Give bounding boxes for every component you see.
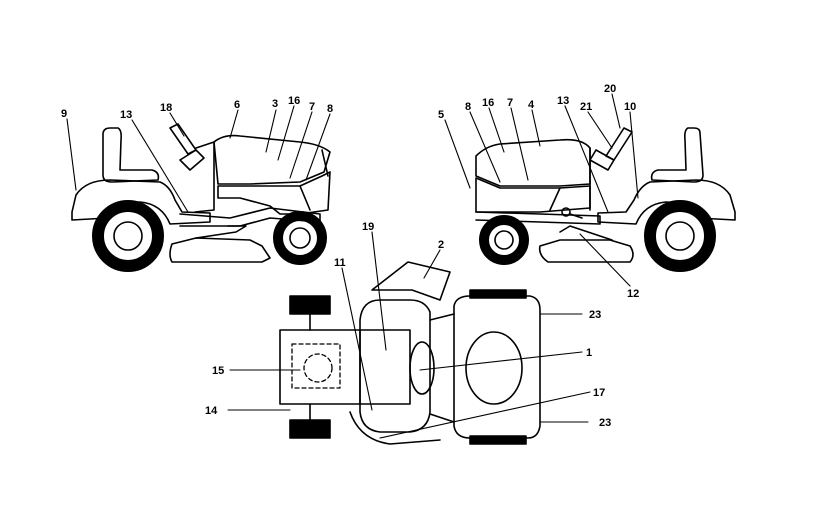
- left-rear-hub: [113, 221, 143, 251]
- right-steering-column: [589, 149, 615, 171]
- callout-23-top: 23: [589, 309, 601, 321]
- callout-3: 3: [272, 98, 278, 110]
- right-seat: [650, 127, 704, 183]
- callout-15: 15: [212, 365, 224, 377]
- callout-11: 11: [334, 257, 346, 269]
- callout-13-right: 13: [557, 95, 569, 107]
- callout-17: 17: [593, 387, 605, 399]
- callout-4: 4: [528, 99, 535, 111]
- right-hood: [475, 138, 591, 187]
- left-seat: [102, 127, 160, 183]
- left-dash: [194, 141, 215, 213]
- left-mower-deck: [169, 237, 271, 263]
- callout-5: 5: [438, 109, 444, 121]
- left-rear-tire: [92, 200, 164, 272]
- right-mower-deck: [538, 239, 634, 263]
- callout-8-right: 8: [465, 101, 471, 113]
- callout-2: 2: [438, 239, 444, 251]
- callout-19: 19: [362, 221, 374, 233]
- left-frame: [179, 207, 321, 227]
- right-front-tire: [479, 215, 529, 265]
- callout-16-right: 16: [482, 97, 494, 109]
- left-front-hub: [289, 227, 311, 249]
- right-frame: [475, 211, 601, 225]
- callout-6: 6: [234, 99, 240, 111]
- left-hood: [213, 134, 331, 185]
- top-body: [359, 299, 431, 433]
- callout-1: 1: [586, 347, 592, 359]
- top-rear-left-tire: [469, 289, 527, 299]
- leader-lines: [66, 93, 639, 439]
- callout-8: 8: [327, 103, 333, 115]
- callout-20: 20: [604, 83, 616, 95]
- left-front-tire: [273, 211, 327, 265]
- left-side-view: [71, 123, 331, 272]
- top-seat: [465, 331, 523, 405]
- callout-7: 7: [309, 101, 315, 113]
- top-engine-circle: [303, 353, 333, 383]
- top-front-left-tire: [289, 295, 331, 315]
- top-rear-fender: [453, 295, 541, 439]
- callout-9: 9: [61, 108, 67, 120]
- left-rear-fender: [71, 179, 211, 225]
- callout-10: 10: [624, 101, 636, 113]
- left-steering-column: [179, 149, 205, 171]
- right-front-hub: [494, 230, 514, 250]
- top-rear-right-tire: [469, 435, 527, 445]
- callout-labels: 9 13 18 6 3 16 7 8 5 8 16 7 4 13 21 20 1…: [61, 83, 639, 429]
- top-engine-outline: [291, 343, 341, 389]
- callout-7-right: 7: [507, 97, 513, 109]
- callout-12: 12: [627, 288, 639, 300]
- right-side-view: [475, 127, 736, 272]
- callout-14: 14: [205, 405, 218, 417]
- callout-23-bottom: 23: [599, 417, 611, 429]
- callout-16: 16: [288, 95, 300, 107]
- callout-18: 18: [160, 102, 172, 114]
- right-rear-tire: [644, 200, 716, 272]
- top-front-right-tire: [289, 419, 331, 439]
- right-rear-fender: [597, 179, 736, 225]
- callout-13: 13: [120, 109, 132, 121]
- callout-21: 21: [580, 101, 592, 113]
- top-view: [279, 261, 541, 445]
- right-rear-hub: [665, 221, 695, 251]
- left-steering-wheel: [169, 123, 197, 155]
- top-discharge-chute: [371, 261, 451, 301]
